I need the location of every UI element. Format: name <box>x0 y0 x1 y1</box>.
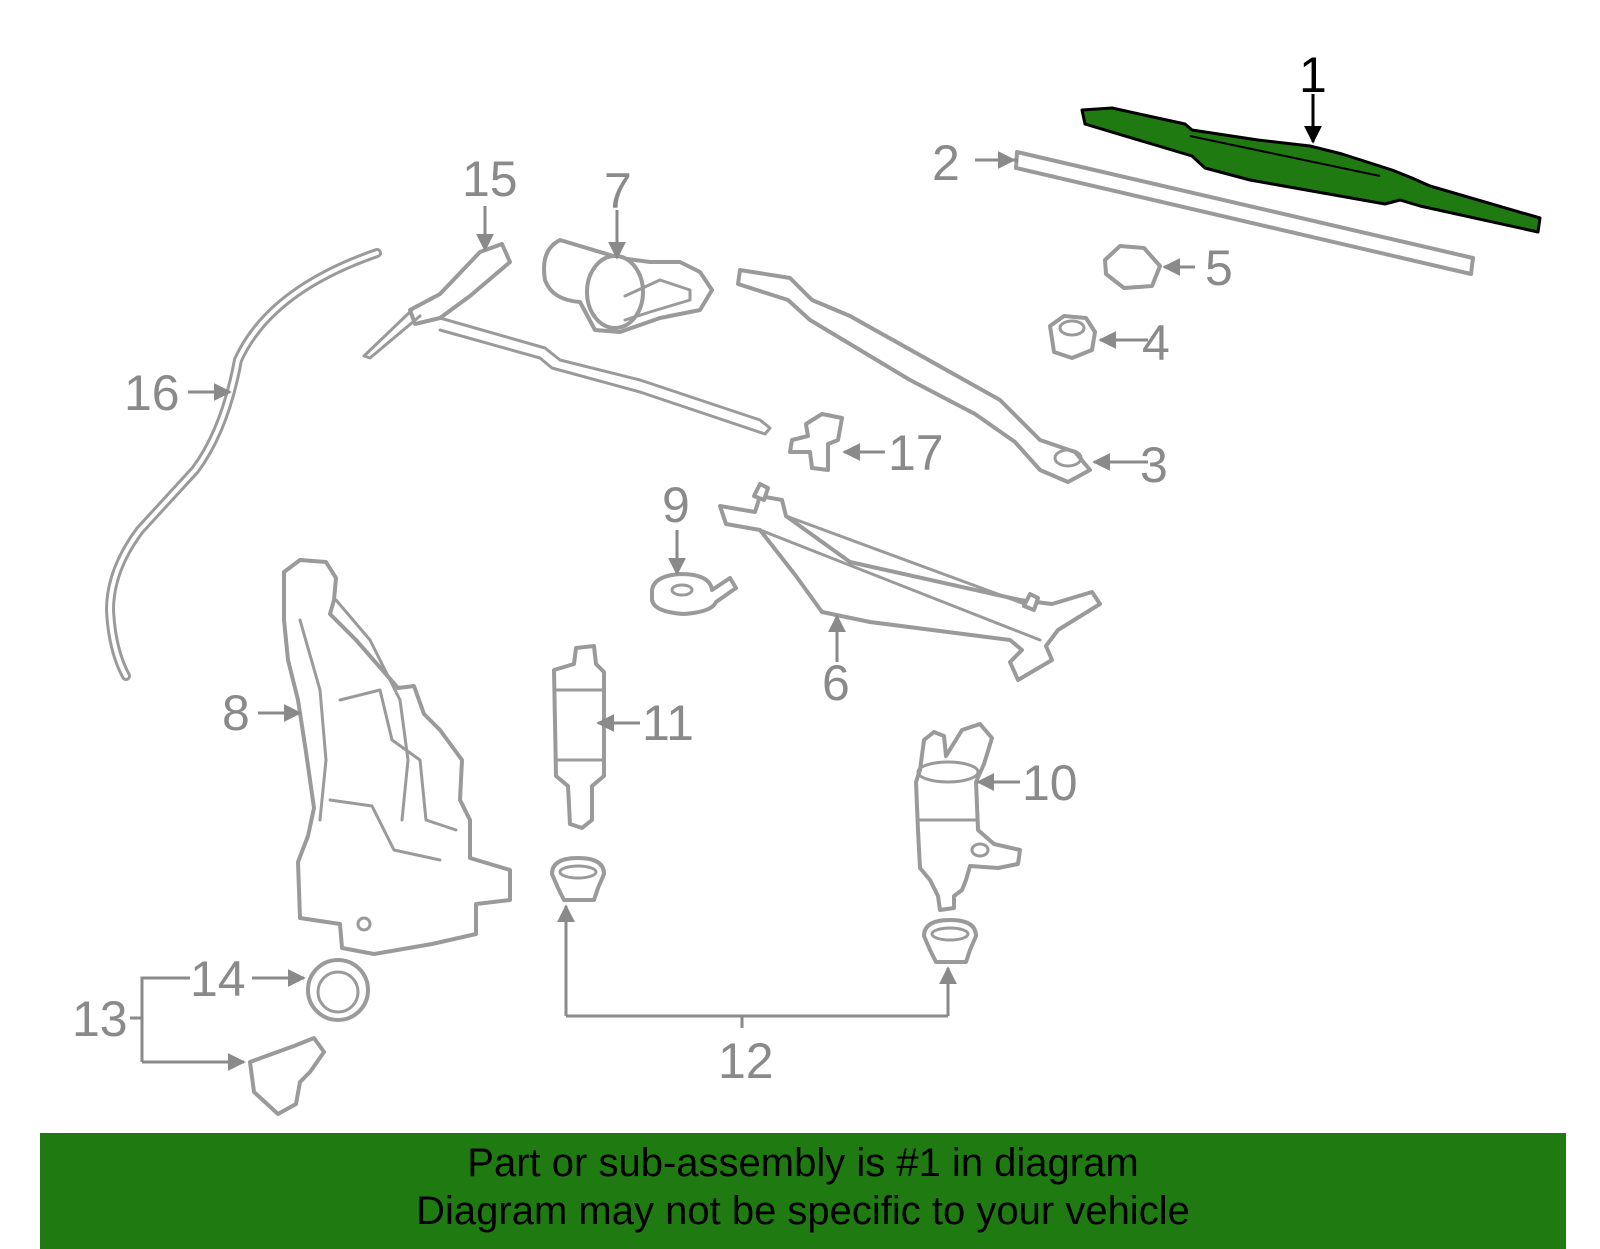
part-14-seal[interactable] <box>306 958 370 1022</box>
part-5-cap[interactable] <box>1103 244 1162 290</box>
banner-line-2: Diagram may not be specific to your vehi… <box>416 1189 1190 1233</box>
callout-15[interactable]: 15 <box>462 151 518 207</box>
callout-labels: 1 2 3 4 5 6 7 8 9 10 11 12 13 14 15 16 1… <box>72 47 1327 1089</box>
part-4-nut[interactable] <box>1048 314 1097 360</box>
callout-13[interactable]: 13 <box>72 991 128 1047</box>
part-16-washer-hose[interactable] <box>104 248 382 681</box>
part-13-bracket[interactable] <box>248 1036 326 1116</box>
leader-lines <box>130 94 1322 1071</box>
callout-9[interactable]: 9 <box>662 477 690 533</box>
callout-3[interactable]: 3 <box>1140 437 1168 493</box>
part-2-blade-insert[interactable] <box>1014 150 1475 276</box>
callout-8[interactable]: 8 <box>222 685 250 741</box>
part-12-grommet-right[interactable] <box>922 918 978 964</box>
callout-4[interactable]: 4 <box>1142 315 1170 371</box>
callout-11[interactable]: 11 <box>642 695 694 751</box>
callout-2[interactable]: 2 <box>932 135 960 191</box>
info-banner: Part or sub-assembly is #1 in diagram Di… <box>40 1133 1566 1249</box>
part-8-reservoir[interactable] <box>282 558 512 956</box>
banner-line-1: Part or sub-assembly is #1 in diagram <box>467 1141 1139 1185</box>
part-7-wiper-motor[interactable] <box>542 238 714 334</box>
callout-1[interactable]: 1 <box>1299 47 1327 103</box>
part-6-linkage[interactable] <box>718 482 1102 682</box>
callout-7[interactable]: 7 <box>604 163 632 219</box>
part-12-grommet-left[interactable] <box>550 856 606 902</box>
part-1-wiper-blade[interactable] <box>1080 106 1542 234</box>
callout-6[interactable]: 6 <box>822 655 850 711</box>
callout-16[interactable]: 16 <box>124 365 180 421</box>
callout-14[interactable]: 14 <box>190 951 246 1007</box>
callout-12[interactable]: 12 <box>718 1033 774 1089</box>
part-11-washer-pump[interactable] <box>552 644 606 830</box>
callout-5[interactable]: 5 <box>1205 240 1233 296</box>
part-10-washer-pump[interactable] <box>914 722 1022 912</box>
callout-17[interactable]: 17 <box>888 425 944 481</box>
part-17-clip[interactable] <box>788 412 844 472</box>
part-3-wiper-arm[interactable] <box>736 268 1092 484</box>
part-9-pivot-seal[interactable] <box>650 572 738 616</box>
part-15-hose-clip[interactable] <box>362 242 772 436</box>
callout-10[interactable]: 10 <box>1022 755 1078 811</box>
